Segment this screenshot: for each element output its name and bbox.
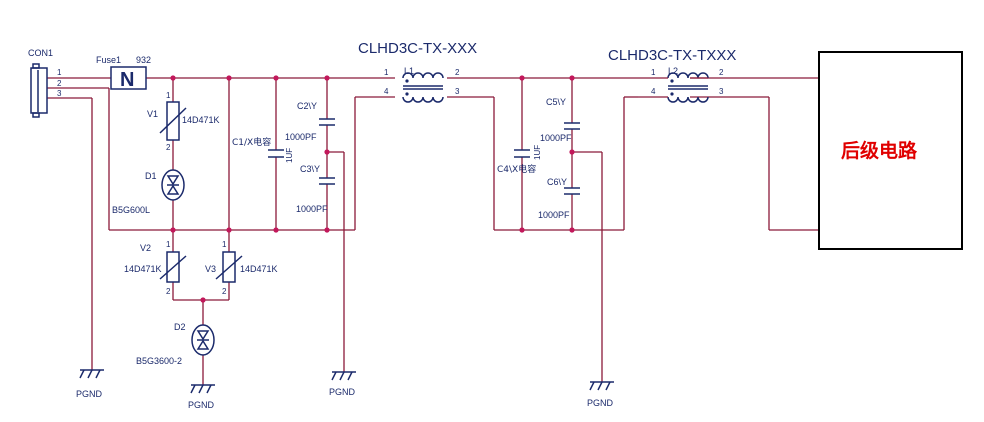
ground-label: PGND xyxy=(587,398,614,408)
downstream-circuit-block: 后级电路 xyxy=(818,51,963,250)
connector-pin-3: 3 xyxy=(57,89,62,98)
inductor-pin-1: 1 xyxy=(384,68,389,77)
inductor-l1: L1 1 2 4 3 xyxy=(384,66,460,103)
capacitor-ref: C5\Y xyxy=(546,97,566,107)
capacitor-c3: C3\Y 1000PF xyxy=(296,164,335,214)
wires xyxy=(47,77,819,385)
inductor-ref: L1 xyxy=(404,66,414,76)
varistor-v2: 1 2 V2 14D471K xyxy=(124,240,187,296)
capacitor-ref: C1/X电容 xyxy=(232,136,271,148)
capacitor-value: 1000PF xyxy=(285,132,317,142)
capacitor-value: 1UF xyxy=(533,145,542,160)
pin-2-label: 2 xyxy=(166,143,171,152)
inductor-pin-3: 3 xyxy=(719,87,724,96)
ground-symbol-2: PGND xyxy=(188,384,215,410)
inductor-pin-4: 4 xyxy=(384,87,389,96)
capacitor-ref: C3\Y xyxy=(300,164,320,174)
inductor-pin-4: 4 xyxy=(651,87,656,96)
capacitor-c5: C5\Y 1000PF xyxy=(540,97,580,143)
capacitor-c2: C2\Y 1000PF xyxy=(285,101,335,142)
capacitor-ref: C2\Y xyxy=(297,101,317,111)
tvs-value: B5G3600-2 xyxy=(136,356,182,366)
fuse-value: 932 xyxy=(136,55,151,65)
ground-label: PGND xyxy=(329,387,356,397)
inductor-ref: L2 xyxy=(668,66,678,76)
capacitor-c1: C1/X电容 1UF xyxy=(232,136,294,163)
fuse-fuse1: Fuse1 932 N xyxy=(96,55,151,91)
capacitor-value: 1000PF xyxy=(538,210,570,220)
tvs-ref: D1 xyxy=(145,171,157,181)
varistor-ref: V1 xyxy=(147,109,158,119)
filter-title-right: CLHD3C-TX-TXXX xyxy=(608,47,736,64)
ground-symbol-3: PGND xyxy=(329,371,356,397)
inductor-pin-2: 2 xyxy=(455,68,460,77)
pin-2-label: 2 xyxy=(222,287,227,296)
tvs-d2: D2 B5G3600-2 xyxy=(136,322,215,366)
fuse-ref: Fuse1 xyxy=(96,55,121,65)
varistor-ref: V3 xyxy=(205,264,216,274)
capacitor-value: 1UF xyxy=(285,148,294,163)
ground-label: PGND xyxy=(76,389,103,399)
pin-1-label: 1 xyxy=(222,240,227,249)
pin-2-label: 2 xyxy=(166,287,171,296)
inductor-pin-1: 1 xyxy=(651,68,656,77)
capacitor-value: 1000PF xyxy=(540,133,572,143)
tvs-ref: D2 xyxy=(174,322,186,332)
varistor-v1: 1 2 V1 14D471K xyxy=(147,91,220,152)
connector-pin-2: 2 xyxy=(57,79,62,88)
capacitor-ref: C4\X电容 xyxy=(497,163,536,175)
pin-1-label: 1 xyxy=(166,240,171,249)
pin-1-label: 1 xyxy=(166,91,171,100)
inductor-pin-2: 2 xyxy=(719,68,724,77)
capacitor-c6: C6\Y 1000PF xyxy=(538,177,580,220)
tvs-value: B5G600L xyxy=(112,205,150,215)
inductor-pin-3: 3 xyxy=(455,87,460,96)
connector-pin-1: 1 xyxy=(57,68,62,77)
ground-symbol-4: PGND xyxy=(587,381,614,408)
inductor-l2: L2 1 2 4 3 xyxy=(638,66,724,103)
block-label: 后级电路 xyxy=(841,139,918,162)
connector-con1: CON1 1 2 3 xyxy=(28,48,62,118)
filter-title-left: CLHD3C-TX-XXX xyxy=(358,40,477,57)
capacitor-c4: C4\X电容 1UF xyxy=(497,145,542,175)
ground-symbol-1: PGND xyxy=(76,369,104,399)
varistor-ref: V2 xyxy=(140,243,151,253)
capacitor-value: 1000PF xyxy=(296,204,328,214)
connector-ref: CON1 xyxy=(28,48,53,58)
fuse-symbol: N xyxy=(120,69,134,91)
tvs-d1: D1 B5G600L xyxy=(112,169,185,215)
junction-dots xyxy=(170,75,575,303)
varistor-value: 14D471K xyxy=(182,115,220,125)
varistor-value: 14D471K xyxy=(124,264,162,274)
ground-label: PGND xyxy=(188,400,215,410)
varistor-value: 14D471K xyxy=(240,264,278,274)
capacitor-ref: C6\Y xyxy=(547,177,567,187)
varistor-v3: 1 2 V3 14D471K xyxy=(205,240,278,296)
